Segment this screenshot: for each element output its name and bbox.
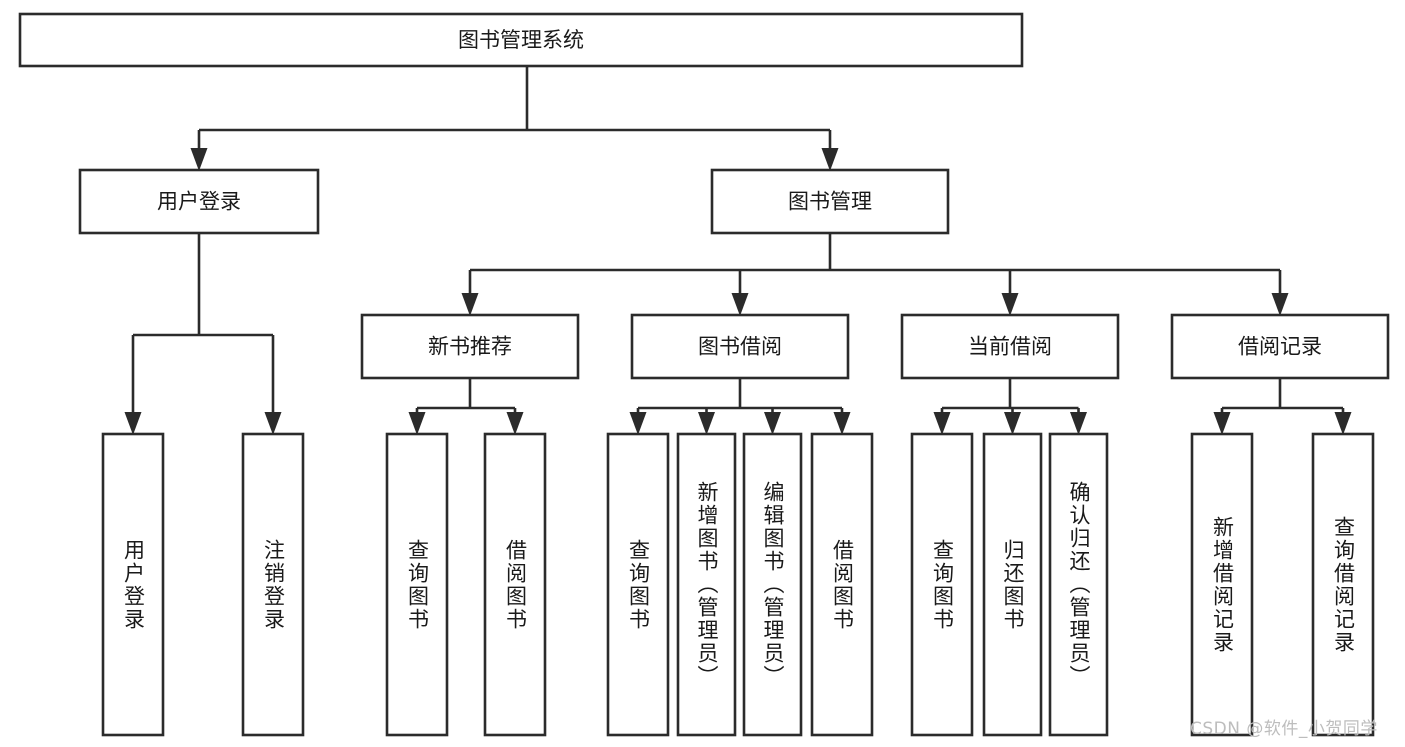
- node-book-manage-box[interactable]: [710, 168, 950, 235]
- arrow-head-icon: [764, 412, 781, 435]
- node-book-manage-label: 图书管理: [788, 190, 872, 214]
- node-leaf-borrow-book-box[interactable]: [810, 432, 874, 737]
- arrow-head-icon: [1271, 293, 1289, 316]
- arrow-head-icon: [821, 148, 839, 171]
- node-book-borrow-label: 图书借阅: [698, 335, 782, 359]
- arrow-head-icon: [264, 412, 282, 435]
- node-current-borrow-box[interactable]: [900, 313, 1120, 380]
- arrow-head-icon: [1070, 412, 1087, 435]
- connector-layer: [124, 66, 1352, 435]
- arrow-head-icon: [506, 412, 524, 435]
- node-leaf-query-book-rec-box[interactable]: [385, 432, 449, 737]
- node-leaf-user-login-box[interactable]: [101, 432, 165, 737]
- node-layer: [18, 12, 1390, 737]
- node-leaf-confirm-return-admin-box[interactable]: [1048, 432, 1109, 737]
- node-leaf-borrow-book-rec-box[interactable]: [483, 432, 547, 737]
- arrow-head-icon: [629, 412, 647, 435]
- node-leaf-add-borrow-record-box[interactable]: [1190, 432, 1254, 737]
- arrow-head-icon: [698, 412, 715, 435]
- arrow-head-icon: [933, 412, 951, 435]
- arrow-head-icon: [1004, 412, 1021, 435]
- node-new-book-recommend-label: 新书推荐: [428, 335, 512, 359]
- arrow-head-icon: [408, 412, 426, 435]
- node-book-borrow-box[interactable]: [630, 313, 850, 380]
- node-root-box[interactable]: [18, 12, 1024, 68]
- node-borrow-record-box[interactable]: [1170, 313, 1390, 380]
- arrow-head-icon: [124, 412, 142, 435]
- arrow-head-icon: [1001, 293, 1019, 316]
- node-current-borrow-label: 当前借阅: [968, 335, 1052, 359]
- node-leaf-query-book-cur-box[interactable]: [910, 432, 974, 737]
- node-borrow-record-label: 借阅记录: [1238, 335, 1322, 359]
- node-leaf-query-book-borrow-box[interactable]: [606, 432, 670, 737]
- node-leaf-add-book-admin-box[interactable]: [676, 432, 737, 737]
- arrow-head-icon: [190, 148, 208, 171]
- arrow-head-icon: [1334, 412, 1352, 435]
- node-leaf-logout-login-box[interactable]: [241, 432, 305, 737]
- node-new-book-recommend-box[interactable]: [360, 313, 580, 380]
- arrow-head-icon: [731, 293, 749, 316]
- csdn-watermark: CSDN @软件_小贺同学: [1190, 719, 1378, 739]
- node-user-login-box[interactable]: [78, 168, 320, 235]
- arrow-head-icon: [1213, 412, 1231, 435]
- arrow-head-icon: [461, 293, 479, 316]
- node-user-login-label: 用户登录: [157, 190, 241, 214]
- node-leaf-return-book-box[interactable]: [982, 432, 1043, 737]
- node-root-label: 图书管理系统: [458, 28, 584, 52]
- node-leaf-edit-book-admin-box[interactable]: [742, 432, 803, 737]
- node-leaf-query-borrow-record-box[interactable]: [1311, 432, 1375, 737]
- arrow-head-icon: [833, 412, 851, 435]
